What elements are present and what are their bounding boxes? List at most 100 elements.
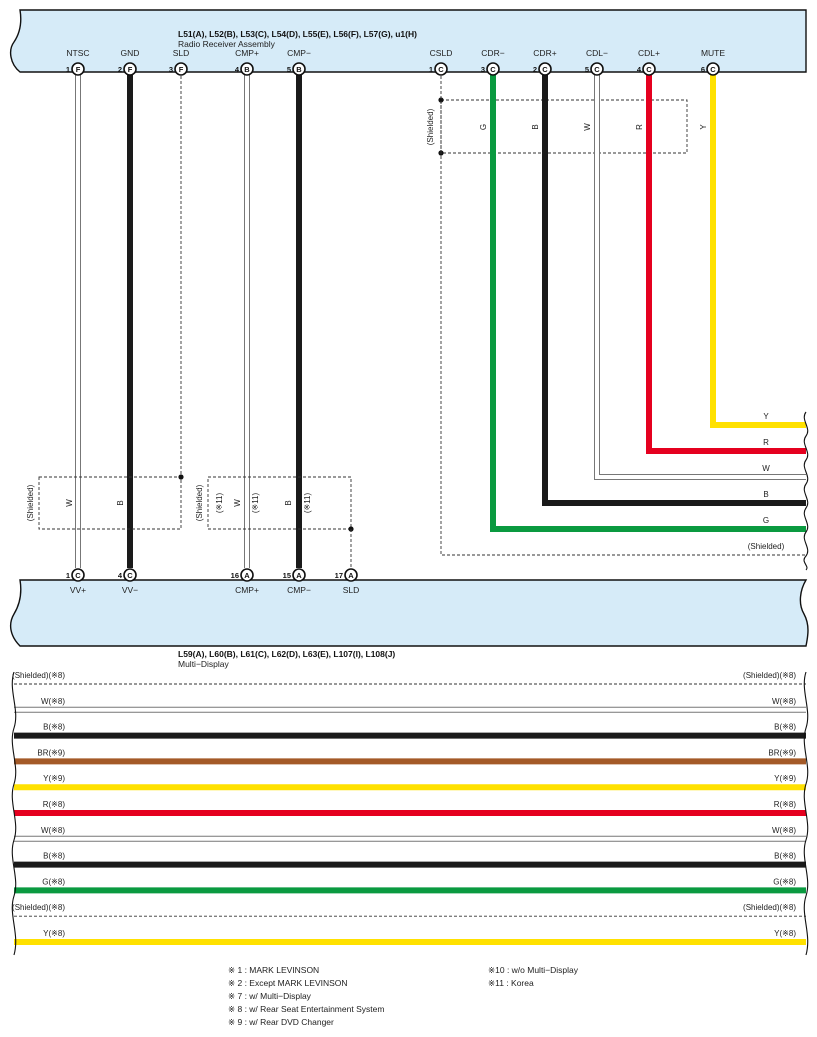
pin-label-cmp-plus: CMP+ — [235, 48, 259, 58]
pin-label-cdl-plus: CDL+ — [638, 48, 660, 58]
bottom-pin-1-connector: C — [75, 571, 81, 580]
harness-label-right: R(※8) — [774, 800, 797, 809]
shield-junction-cd — [438, 97, 444, 103]
top-pin-4-connector: B — [244, 65, 250, 74]
footnotes: ※ 1 : MARK LEVINSON ※ 2 : Except MARK LE… — [228, 965, 579, 1027]
top-pin-7-number: 3 — [481, 65, 485, 74]
bottom-connector-name: Multi−Display — [178, 659, 230, 669]
top-pin-6-ring — [434, 62, 448, 76]
bottom-pin-labels: VV+ VV− CMP+ CMP− SLD — [70, 585, 359, 595]
top-pin-labels: NTSC GND SLD CMP+ CMP− CSLD CDR− CDR+ CD… — [66, 48, 725, 58]
top-pin-4-number: 4 — [235, 65, 240, 74]
wire-csld-shield — [440, 76, 806, 556]
top-pin-8-connector: C — [542, 65, 548, 74]
pin-label-bottom-cmp-plus: CMP+ — [235, 585, 259, 595]
top-pin-11-number: 6 — [701, 65, 705, 74]
pin-label-bottom-sld: SLD — [343, 585, 360, 595]
top-pin-7-ring — [486, 62, 500, 76]
wire-cdl-minus-white-outline — [594, 74, 806, 480]
harness-left-wavy-break — [11, 671, 17, 956]
bottom-pin-3-number: 16 — [231, 571, 239, 580]
shield-box-cmp — [207, 476, 352, 530]
radio-receiver-connector-body — [9, 9, 807, 73]
shield-label-cmp: (Shielded) — [195, 484, 204, 521]
tag-note11-a: (※11) — [215, 493, 224, 514]
tag-gnd-b: B — [116, 500, 125, 505]
top-pin-2-number: 2 — [118, 65, 122, 74]
harness-label-left: R(※8) — [43, 800, 66, 809]
bottom-pin-1-number: 1 — [66, 571, 70, 580]
harness-label-left: BR(※9) — [37, 748, 65, 757]
harness-label-left: Y(※9) — [43, 774, 65, 783]
top-pin-3-number: 3 — [169, 65, 173, 74]
harness-label-left: Y(※8) — [43, 929, 65, 938]
pin-label-cdl-minus: CDL− — [586, 48, 608, 58]
bottom-pin-5-number: 17 — [335, 571, 343, 580]
top-connector-name: Radio Receiver Assembly — [178, 39, 276, 49]
top-pin-5-connector: B — [296, 65, 302, 74]
top-pin-2-connector: F — [128, 65, 133, 74]
wire-cdr-minus-green — [490, 74, 806, 532]
tag-cdl-minus-w: W — [583, 123, 592, 131]
right-tag-shield: (Shielded) — [748, 542, 785, 551]
bottom-pin-3-connector: A — [244, 571, 250, 580]
tag-cmp-minus-b: B — [284, 500, 293, 505]
top-pin-6-connector: C — [438, 65, 444, 74]
wire-cdl-minus-white — [595, 74, 806, 479]
pin-label-sld: SLD — [173, 48, 190, 58]
shield-junction-vv — [178, 474, 184, 480]
top-connector-ids: L51(A), L52(B), L53(C), L54(D), L55(E), … — [178, 29, 417, 39]
top-pin-3-connector: F — [179, 65, 184, 74]
top-pin-10-ring — [642, 62, 656, 76]
bottom-pin-5-connector: A — [348, 571, 354, 580]
bottom-pin-4-number: 15 — [283, 571, 291, 580]
pin-label-mute: MUTE — [701, 48, 725, 58]
bottom-pin-3: 16 A — [231, 568, 254, 582]
tag-cdr-plus-b: B — [531, 124, 540, 129]
harness-label-right: Y(※8) — [774, 929, 796, 938]
harness-label-left: W(※8) — [41, 826, 65, 835]
harness-label-right: W(※8) — [772, 697, 796, 706]
top-pin-8-number: 2 — [533, 65, 537, 74]
top-pin-10-connector: C — [646, 65, 652, 74]
right-tag-g: G — [763, 516, 769, 525]
harness-label-right: G(※8) — [773, 877, 796, 886]
harness-label-right: Y(※9) — [774, 774, 796, 783]
top-pin-10-number: 4 — [637, 65, 642, 74]
shield-label-vv: (Shielded) — [26, 484, 35, 521]
harness-row: Y(※8) Y(※8) — [14, 929, 806, 945]
tag-cdr-minus-g: G — [479, 124, 488, 130]
bottom-pin-2-number: 4 — [118, 571, 123, 580]
wire-mute-yellow — [710, 74, 806, 428]
bottom-pin-2-ring — [123, 568, 137, 582]
note-10: ※10 : w/o Multi−Display — [488, 965, 579, 975]
note-8: ※ 8 : w/ Rear Seat Entertainment System — [228, 1004, 384, 1014]
top-pin-1-number: 1 — [66, 65, 70, 74]
bottom-pin-4-connector: A — [296, 571, 302, 580]
multi-display-connector-body — [9, 579, 809, 647]
note-11: ※11 : Korea — [488, 978, 534, 988]
top-pin-11-connector: C — [710, 65, 716, 74]
note-1: ※ 1 : MARK LEVINSON — [228, 965, 319, 975]
harness-label-left: (Shielded)(※8) — [12, 671, 65, 680]
top-pin-11-ring — [706, 62, 720, 76]
harness-row: R(※8) R(※8) — [14, 800, 806, 816]
harness-row: BR(※9)BR(※9) — [14, 748, 806, 765]
top-pin-1-ring — [71, 62, 85, 76]
top-pin-1-connector: F — [76, 65, 81, 74]
right-wavy-break — [803, 411, 809, 571]
bottom-pin-1-ring — [71, 568, 85, 582]
bottom-pin-5-ring — [344, 568, 358, 582]
note-7: ※ 7 : w/ Multi−Display — [228, 991, 312, 1001]
tag-cdl-plus-r: R — [635, 124, 644, 130]
top-pin-5-number: 5 — [287, 65, 291, 74]
tag-cmp-plus-w: W — [233, 499, 242, 507]
harness-row: B(※8)B(※8) — [14, 852, 806, 868]
